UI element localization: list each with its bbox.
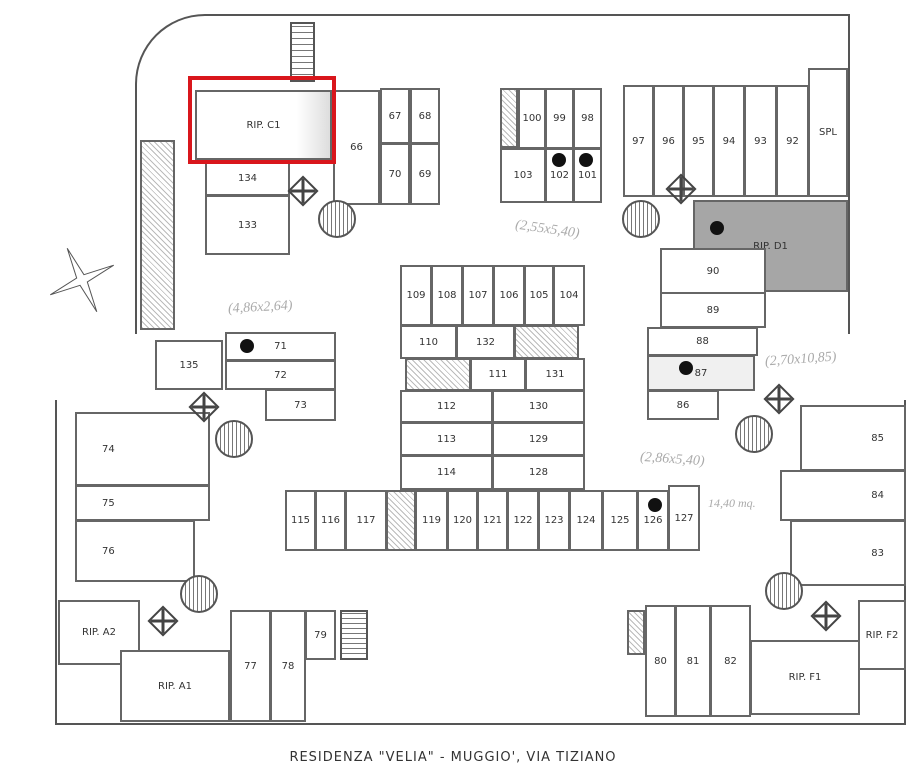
unit-117[interactable]: 117 (345, 490, 387, 551)
unit-99[interactable]: 99 (545, 88, 574, 149)
stair-block (340, 610, 368, 660)
unit-79[interactable]: 79 (305, 610, 336, 660)
staircase-icon (735, 415, 773, 453)
unit-98[interactable]: 98 (573, 88, 602, 149)
unit-85[interactable]: 85 (800, 405, 906, 471)
drawing-title: RESIDENZA "VELIA" - MUGGIO', VIA TIZIANO (289, 750, 617, 765)
unit-86[interactable]: 86 (647, 390, 719, 420)
handwritten-note: (2,70x10,85) (764, 349, 837, 370)
black-mark (552, 153, 566, 167)
unit-78[interactable]: 78 (270, 610, 306, 722)
unit-71[interactable]: 71 (225, 332, 336, 361)
unit-122[interactable]: 122 (507, 490, 539, 551)
ramp-hatch-top (500, 88, 518, 148)
unit-rip-f2[interactable]: RIP. F2 (858, 600, 906, 670)
unit-81[interactable]: 81 (675, 605, 711, 717)
staircase-icon (622, 200, 660, 238)
unit-93[interactable]: 93 (744, 85, 777, 197)
staircase-icon (180, 575, 218, 613)
hatched-area (627, 610, 645, 655)
unit-94[interactable]: 94 (713, 85, 745, 197)
black-mark (679, 361, 693, 375)
unit-92[interactable]: 92 (776, 85, 809, 197)
unit-129[interactable]: 129 (492, 422, 585, 456)
unit-88[interactable]: 88 (647, 327, 758, 356)
unit-134[interactable]: 134 (205, 160, 290, 196)
unit-rip-f1[interactable]: RIP. F1 (750, 640, 860, 715)
unit-83[interactable]: 83 (790, 520, 906, 586)
black-mark (648, 498, 662, 512)
unit-104[interactable]: 104 (553, 265, 585, 326)
unit-123[interactable]: 123 (538, 490, 570, 551)
unit-125[interactable]: 125 (602, 490, 638, 551)
unit-135[interactable]: 135 (155, 340, 223, 390)
unit-121[interactable]: 121 (477, 490, 508, 551)
unit-119[interactable]: 119 (415, 490, 448, 551)
unit-114[interactable]: 114 (400, 455, 493, 490)
unit-rip-c1[interactable]: RIP. C1 (195, 90, 332, 160)
staircase-icon (318, 200, 356, 238)
hatched-area (386, 490, 416, 551)
ramp-stair (290, 22, 315, 82)
unit-68[interactable]: 68 (410, 88, 440, 144)
unit-133[interactable]: 133 (205, 195, 290, 255)
unit-73[interactable]: 73 (265, 389, 336, 421)
compass-rose-icon (50, 248, 114, 312)
unit-132[interactable]: 132 (456, 325, 515, 359)
hatched-area (514, 325, 579, 359)
unit-107[interactable]: 107 (462, 265, 494, 326)
unit-rip-a1[interactable]: RIP. A1 (120, 650, 230, 722)
handwritten-note: (4,86x2,64) (227, 298, 293, 317)
unit-76[interactable]: 76 (75, 520, 195, 582)
unit-131[interactable]: 131 (525, 358, 585, 391)
unit-90[interactable]: 90 (660, 248, 766, 294)
unit-74[interactable]: 74 (75, 412, 210, 486)
unit-113[interactable]: 113 (400, 422, 493, 456)
unit-115[interactable]: 115 (285, 490, 316, 551)
unit-116[interactable]: 116 (315, 490, 346, 551)
unit-108[interactable]: 108 (431, 265, 463, 326)
black-mark (710, 221, 724, 235)
unit-97[interactable]: 97 (623, 85, 654, 197)
unit-80[interactable]: 80 (645, 605, 676, 717)
unit-106[interactable]: 106 (493, 265, 525, 326)
black-mark (240, 339, 254, 353)
unit-69[interactable]: 69 (410, 143, 440, 205)
ramp-hatch-left (140, 140, 175, 330)
black-mark (579, 153, 593, 167)
unit-66[interactable]: 66 (333, 90, 380, 205)
unit-87[interactable]: 87 (647, 355, 755, 391)
unit-105[interactable]: 105 (524, 265, 554, 326)
unit-111[interactable]: 111 (470, 358, 526, 391)
unit-130[interactable]: 130 (492, 390, 585, 423)
unit-124[interactable]: 124 (569, 490, 603, 551)
unit-spl[interactable]: SPL (808, 68, 848, 197)
highlight-box (188, 76, 336, 164)
unit-67[interactable]: 67 (380, 88, 410, 144)
unit-109[interactable]: 109 (400, 265, 432, 326)
unit-89[interactable]: 89 (660, 292, 766, 328)
unit-82[interactable]: 82 (710, 605, 751, 717)
handwritten-note: 14,40 mq. (708, 496, 756, 510)
unit-72[interactable]: 72 (225, 360, 336, 390)
unit-127[interactable]: 127 (668, 485, 700, 551)
unit-120[interactable]: 120 (447, 490, 478, 551)
unit-112[interactable]: 112 (400, 390, 493, 423)
unit-103[interactable]: 103 (500, 148, 546, 203)
unit-77[interactable]: 77 (230, 610, 271, 722)
unit-110[interactable]: 110 (400, 325, 457, 359)
unit-75[interactable]: 75 (75, 485, 210, 521)
hatched-area (405, 358, 471, 391)
unit-84[interactable]: 84 (780, 470, 906, 521)
unit-100[interactable]: 100 (518, 88, 546, 149)
staircase-icon (765, 572, 803, 610)
unit-70[interactable]: 70 (380, 143, 410, 205)
outer-wall-top (135, 14, 850, 334)
staircase-icon (215, 420, 253, 458)
unit-128[interactable]: 128 (492, 455, 585, 490)
